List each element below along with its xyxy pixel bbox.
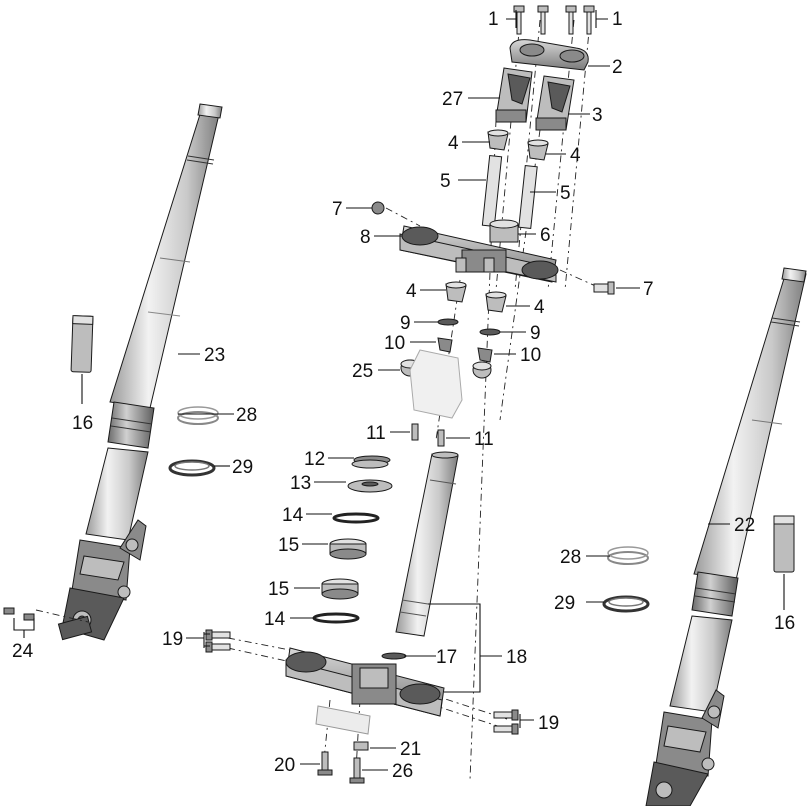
callout-17: 17 [436,647,457,668]
callout-27: 27 [442,89,463,110]
callout-19-right: 19 [538,713,559,734]
callout-12: 12 [304,449,325,470]
callout-23: 23 [204,345,225,366]
stem-nut-6 [489,219,519,243]
lock-washer-13 [347,479,393,493]
callout-labels: 1 1 2 3 27 4 4 5 5 7 6 8 7 4 4 9 9 10 10… [12,9,795,782]
left-fork-leg [57,103,223,641]
callout-2: 2 [612,57,623,78]
leader-lines [13,10,785,771]
callout-7-right: 7 [643,279,654,300]
steering-stem [395,453,459,637]
callout-4-d: 4 [534,297,545,318]
bolt-11-left [411,423,419,441]
grommet-10-left [437,337,453,353]
grommet-10-right [477,347,493,363]
callout-4-c: 4 [406,281,417,302]
callout-29-left: 29 [232,457,253,478]
callout-15-top: 15 [278,535,299,556]
bottom-bracket [315,705,371,735]
callout-24: 24 [12,641,34,662]
handlebar-riser-left [495,67,533,123]
callout-11-right: 11 [474,429,494,450]
cap-25-right [472,361,492,379]
callout-4-b: 4 [570,145,581,166]
callout-5-a: 5 [440,171,451,192]
bolts-1 [513,5,595,35]
bolts-24 [3,607,35,621]
callout-21: 21 [400,739,421,760]
callout-28-right: 28 [560,547,581,568]
ring-29-right [602,595,650,613]
callout-19-left: 19 [162,629,183,650]
seal-14-top [332,512,380,524]
callout-16-right: 16 [774,613,795,634]
callout-9-right: 9 [530,323,541,344]
callout-22: 22 [734,515,755,536]
ring-29-left [168,459,216,477]
callout-5-b: 5 [560,183,571,204]
mount-bracket [409,349,463,419]
ring-28-left [177,406,219,425]
callout-26: 26 [392,761,413,782]
handlebar-riser-right [535,75,575,131]
spacer-5-left [481,155,503,227]
callout-14-top: 14 [282,505,304,526]
bolts-19-left [205,629,231,653]
callout-1-left: 1 [488,9,499,30]
callout-13: 13 [290,473,311,494]
bolt-7-right [593,281,615,295]
bolts-19-right [493,709,519,735]
callout-1-right: 1 [612,9,623,30]
bolt-20 [321,751,329,773]
callout-10-left: 10 [384,333,405,354]
callout-20: 20 [274,755,295,776]
callout-9-left: 9 [400,313,411,334]
bearing-15-bottom [321,578,359,600]
bottom-yoke [285,647,445,717]
top-yoke-8 [399,225,559,283]
callout-29-right: 29 [554,593,575,614]
bearing-15-top [329,538,367,560]
washer-9-right [479,328,501,336]
callout-8: 8 [360,227,371,248]
bolt-11-right [437,429,445,447]
callout-15-bottom: 15 [268,579,289,600]
spacer-5-right [518,164,538,230]
callout-3: 3 [592,105,603,126]
callout-25: 25 [352,361,373,382]
right-fork-leg [645,267,807,806]
callout-18: 18 [506,647,527,668]
callout-6: 6 [540,225,551,246]
callout-7-left: 7 [332,199,343,220]
callout-14-bottom: 14 [264,609,286,630]
callout-11-left: 11 [366,423,386,444]
washer-17 [381,652,407,660]
ring-28-right [607,546,649,565]
seal-14-bottom [312,612,360,624]
clip-21 [353,741,369,751]
callout-28-left: 28 [236,405,257,426]
callout-16-left: 16 [72,413,93,434]
washer-9-left [437,318,459,326]
callout-10-right: 10 [520,345,541,366]
callout-4-a: 4 [448,133,459,154]
bolt-7-left [371,201,385,215]
bolt-26 [353,757,361,781]
